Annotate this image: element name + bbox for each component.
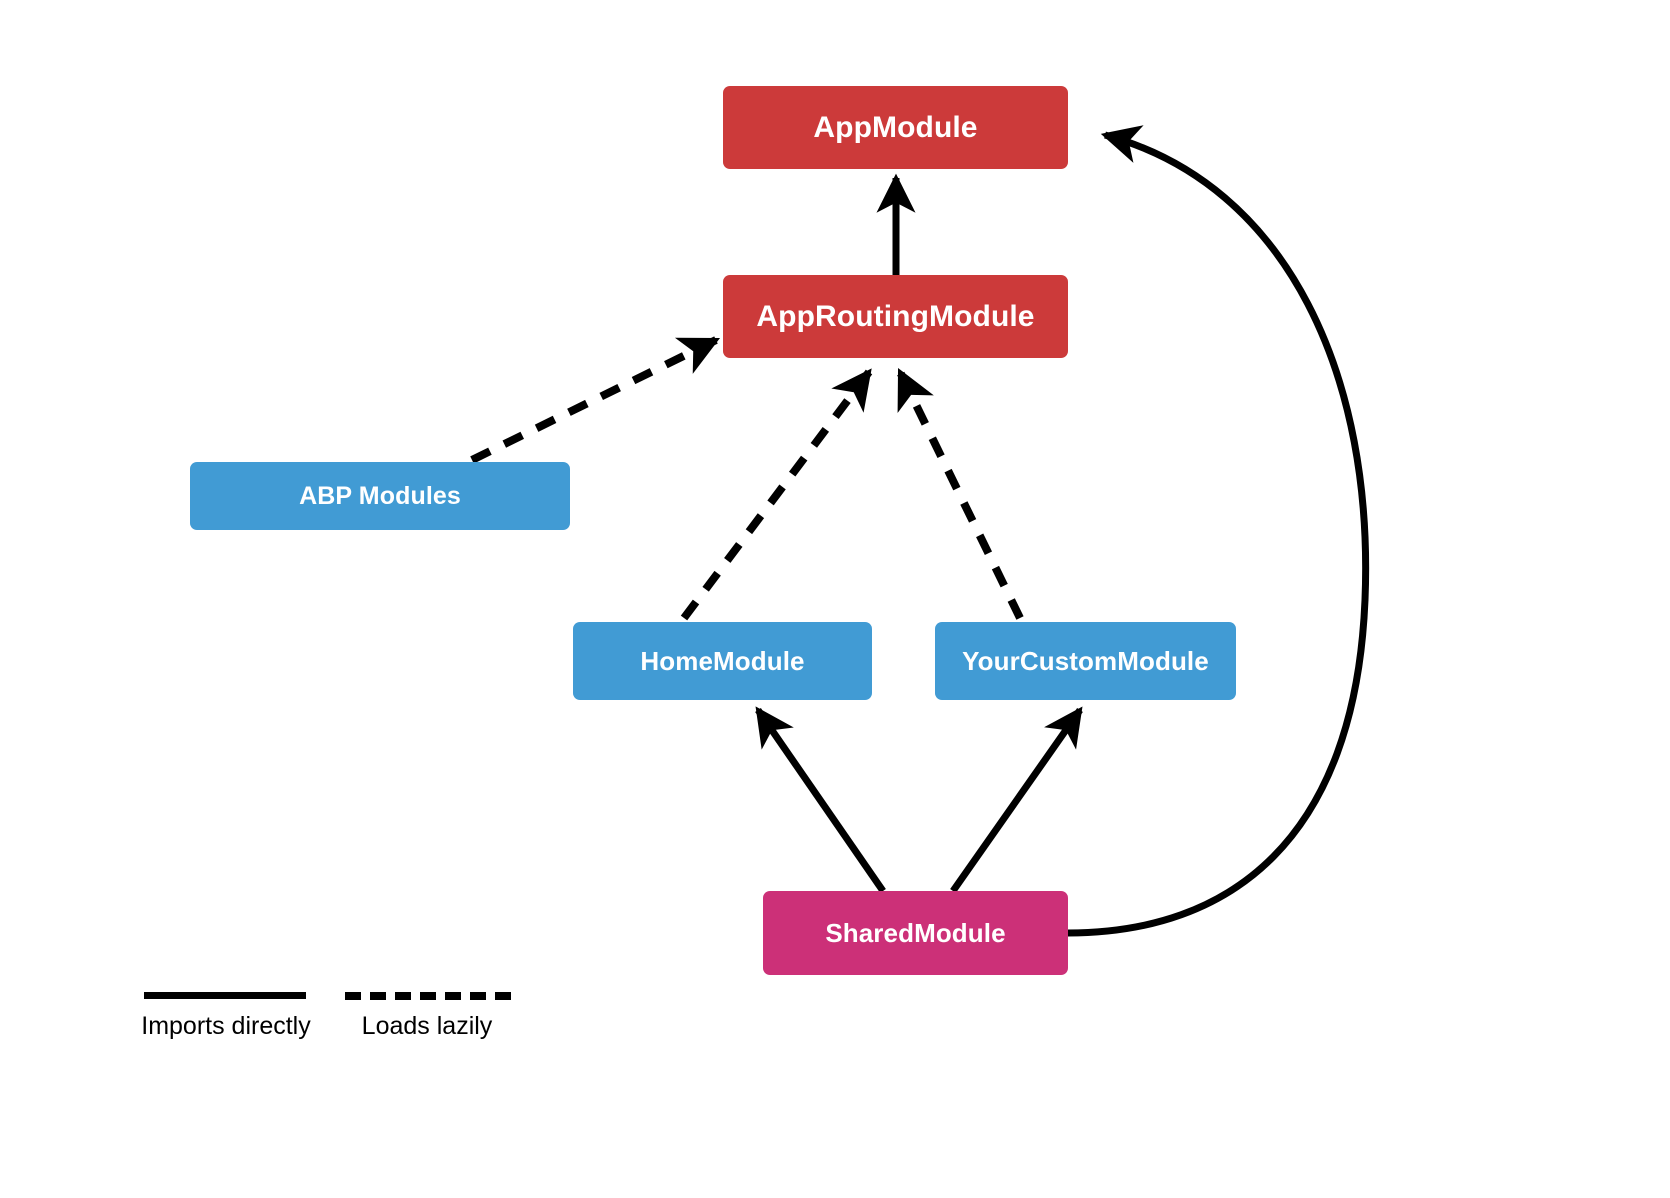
node-app-module-label: AppModule xyxy=(813,110,978,144)
edge-sharedmodule-to-yourcustommodule xyxy=(950,706,1083,894)
node-app-routing-module[interactable]: AppRoutingModule xyxy=(723,275,1068,358)
node-app-module[interactable]: AppModule xyxy=(723,86,1068,169)
node-abp-modules[interactable]: ABP Modules xyxy=(190,462,570,530)
edge-yourcustommodule-to-approutingmodule xyxy=(896,367,1024,620)
edge-sharedmodule-to-homemodule xyxy=(755,706,886,893)
edge-abpmodules-to-approutingmodule xyxy=(470,336,721,464)
legend: Imports directly Loads lazily xyxy=(130,980,550,1040)
legend-loads-lazily-label: Loads lazily xyxy=(361,1012,493,1040)
edge-sharedmodule-to-appmodule xyxy=(1067,125,1370,937)
node-abp-modules-label: ABP Modules xyxy=(299,481,461,510)
node-shared-module-label: SharedModule xyxy=(825,918,1006,948)
node-home-module[interactable]: HomeModule xyxy=(573,622,872,700)
node-your-custom-module[interactable]: YourCustomModule xyxy=(935,622,1236,700)
node-app-routing-module-label: AppRoutingModule xyxy=(756,299,1035,333)
legend-imports-directly-label: Imports directly xyxy=(141,1012,311,1040)
node-your-custom-module-label: YourCustomModule xyxy=(962,646,1209,676)
legend-solid-line-icon xyxy=(144,992,306,999)
node-home-module-label: HomeModule xyxy=(640,646,805,676)
legend-dashed-line-icon xyxy=(345,992,511,1000)
edge-homemodule-to-approutingmodule xyxy=(680,368,873,621)
node-shared-module[interactable]: SharedModule xyxy=(763,891,1068,975)
